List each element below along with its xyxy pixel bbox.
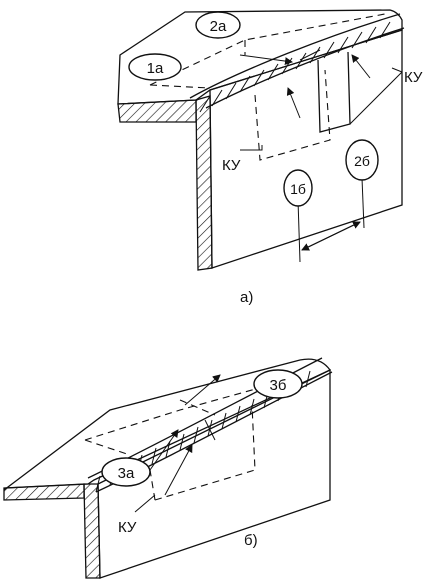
svg-text:2б: 2б [354, 153, 370, 169]
figure-a-dimension [297, 177, 365, 263]
zone-3b: 3б [253, 369, 303, 399]
figure-b-arrow-4 [204, 419, 216, 441]
figure-a-caption: а) [240, 289, 253, 306]
figure-a-scan-zone-front [254, 69, 331, 161]
figure-a-arrow-2 [286, 87, 301, 119]
svg-text:1б: 1б [290, 181, 306, 197]
figure-b-arrow-1 [164, 444, 193, 496]
zone-2b: 2б [345, 139, 379, 181]
svg-text:3б: 3б [270, 377, 287, 394]
figure-b-vertical-plate-section [83, 483, 101, 579]
figure-a-arrow-1 [239, 54, 293, 66]
figure-a-arrow-4 [299, 49, 321, 61]
figure-a-weld-bead [189, 13, 405, 113]
figure-a-ku-leader-right [349, 67, 403, 125]
figure-a-scan-zone-top [149, 13, 386, 89]
zone-3a: 3а [101, 457, 151, 487]
figure-a-ku-label-right: КУ [404, 69, 423, 86]
figure-b-ku-label: КУ [118, 519, 137, 536]
figure-b-arrow-3 [184, 374, 221, 406]
svg-text:1а: 1а [147, 60, 164, 77]
figure-b-top-plate [3, 358, 331, 491]
figure-a-vertical-plate-section [195, 95, 213, 271]
zone-1a: 1а [128, 53, 182, 81]
svg-text:3а: 3а [118, 465, 135, 482]
figure-b-scan-zone-top [84, 384, 271, 456]
figure-a-ku-label-left: КУ [222, 157, 241, 174]
figure-a-top-plate-section [117, 99, 197, 123]
figure-a-transducer-1 [317, 51, 351, 133]
figure-b-top-plate-section [3, 483, 85, 501]
figure-b: 3а 3б КУ б) [3, 357, 333, 579]
figure-a-top-plate [117, 9, 403, 105]
figure-a-ku-leader-left [240, 145, 263, 151]
figure-b-caption: б) [244, 532, 258, 549]
zone-2a: 2а [195, 11, 241, 39]
svg-text:2а: 2а [210, 18, 227, 35]
figure-a-arrow-3 [351, 54, 371, 79]
figure-a: 1а 2а 1б 2б КУ КУ а) [117, 9, 423, 306]
figure-b-scan-zone-front [149, 404, 256, 501]
zone-1b: 1б [283, 169, 313, 207]
figure-b-ku-leader [134, 494, 156, 513]
figure-b-arrow-2 [149, 429, 179, 471]
